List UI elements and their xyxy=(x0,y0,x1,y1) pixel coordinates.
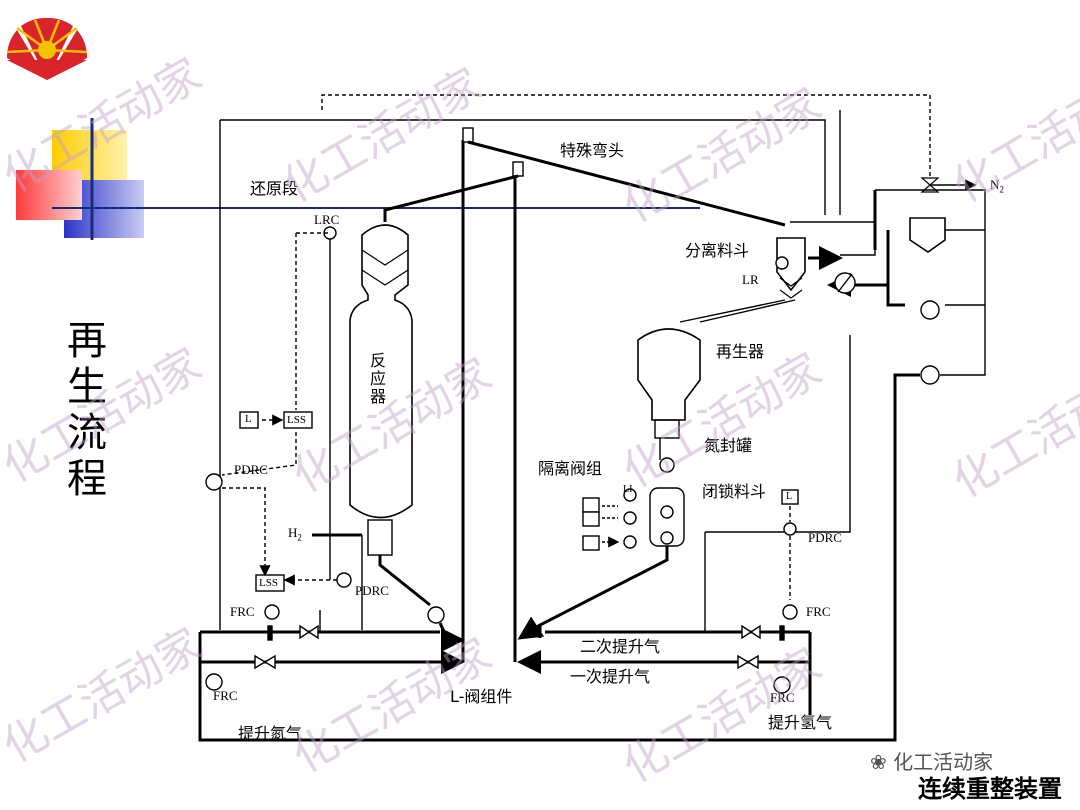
label-h2-main: H xyxy=(288,525,298,540)
label-n2-main: N xyxy=(990,177,1000,192)
regenerator-vessel xyxy=(637,328,701,421)
wechat-icon: ❀ xyxy=(870,750,894,774)
label-lift-nitrogen: 提升氮气 xyxy=(238,724,303,743)
reactor-vessel xyxy=(349,224,413,519)
label-lift-hydrogen: 提升氢气 xyxy=(768,713,833,732)
label-l-box: L xyxy=(245,413,252,425)
label-frc-left-top: FRC xyxy=(230,604,255,619)
label-reactor: 反应器 xyxy=(370,351,387,406)
label-n2-sub: 2 xyxy=(999,184,1004,195)
label-reduction-zone: 还原段 xyxy=(250,179,299,198)
label-n2: N2 xyxy=(990,177,1004,195)
decorative-squares xyxy=(16,118,700,240)
label-special-elbow: 特殊弯头 xyxy=(560,141,625,160)
page-title: 再生流程 xyxy=(67,318,107,502)
label-h2: H2 xyxy=(288,525,302,543)
label-secondary-lift-gas: 二次提升气 xyxy=(580,637,661,656)
label-isolation-valve-group: 隔离阀组 xyxy=(538,459,603,478)
label-lrc: LRC xyxy=(314,212,340,227)
footer-title: 连续重整装置 xyxy=(918,775,1062,803)
label-h2-sub: 2 xyxy=(297,532,302,543)
label-frc-left-bottom: FRC xyxy=(213,688,238,703)
label-pdrc-left: PDRC xyxy=(234,462,268,477)
label-frc-right-top: FRC xyxy=(806,604,831,619)
wechat-handle: ❀ 化工活动家 xyxy=(870,746,993,775)
label-pdrc-mid: PDRC xyxy=(355,583,389,598)
label-lss-bottom: LSS xyxy=(259,577,278,589)
wechat-handle-text: 化工活动家 xyxy=(893,750,994,774)
label-lss-top: LSS xyxy=(287,414,306,426)
label-l-small: L xyxy=(786,491,793,502)
label-lock-hopper: 闭锁料斗 xyxy=(702,482,767,501)
label-primary-lift-gas: 一次提升气 xyxy=(570,667,651,686)
label-separation-hopper: 分离料斗 xyxy=(685,241,750,260)
label-l-valve-assembly: L-阀组件 xyxy=(450,687,513,706)
label-nitrogen-seal-tank: 氮封罐 xyxy=(704,436,753,455)
label-li: LI xyxy=(623,484,633,495)
company-logo xyxy=(6,17,88,80)
label-pdrc-right: PDRC xyxy=(808,530,842,545)
label-regenerator: 再生器 xyxy=(716,342,765,361)
label-lr: LR xyxy=(742,272,759,287)
label-frc-right-bottom: FRC xyxy=(770,690,795,705)
